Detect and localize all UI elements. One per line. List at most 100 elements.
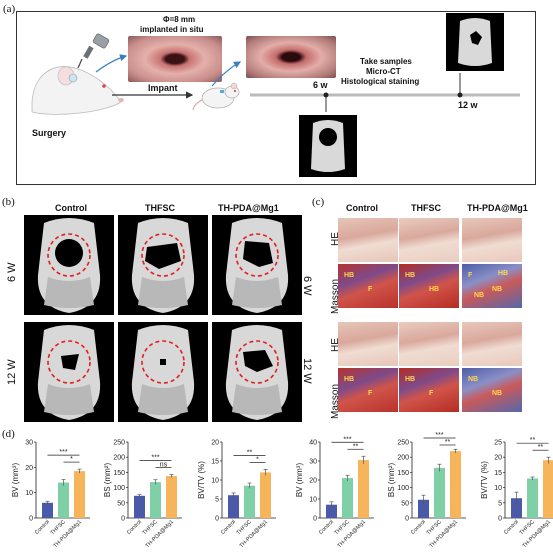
bar-th-pda-mg1 (450, 451, 461, 518)
y-tick-label: 40 (309, 440, 317, 447)
y-tick-label: 250 (113, 440, 125, 447)
panel-b-row-6w: 6 W (6, 262, 18, 282)
bar-th-pda-mg1 (543, 460, 553, 518)
y-tick-label: 0 (498, 516, 502, 523)
y-tick-label: 10 (494, 485, 502, 492)
masson-stain-image: HB HB (399, 264, 459, 308)
bar-control (228, 495, 239, 518)
panel-a-letter: (a) (3, 3, 16, 15)
y-tick-label: 200 (113, 455, 125, 462)
bar-th-pda-mg1 (358, 460, 369, 518)
y-axis-label: BV/TV (%) (480, 461, 489, 499)
tissue-annotation-label: HB (405, 272, 416, 279)
timepoint-12w-label: 12 w (458, 100, 478, 110)
tissue-annotation-label: HB (405, 376, 416, 383)
y-tick-label: 150 (113, 470, 125, 477)
tissue-annotation-label: F (429, 390, 434, 397)
tissue-annotation-label: HB (498, 270, 509, 277)
y-tick-label: 20 (25, 465, 33, 472)
y-tick-label: 100 (113, 485, 125, 492)
y-tick-label: 50 (117, 500, 125, 507)
take-samples-line1: Take samples (360, 57, 412, 66)
tissue-annotation-label: F (368, 286, 373, 293)
y-tick-label: 15 (211, 459, 219, 466)
panel-d-letter: (d) (2, 428, 15, 440)
micro-ct-skull-image (118, 322, 208, 422)
micro-ct-skull-image (212, 215, 302, 315)
panel-b-col-thfsc: THFSC (145, 203, 175, 213)
y-tick-label: 5 (498, 500, 502, 507)
panel-a-frame (16, 11, 536, 185)
y-tick-label: 100 (397, 485, 409, 492)
y-tick-label: 50 (401, 500, 409, 507)
y-tick-label: 25 (494, 440, 502, 447)
x-tick-label: Control (34, 519, 51, 536)
significance-label: ** (538, 444, 544, 451)
bar-thfsc (244, 485, 255, 518)
y-axis-label: BV/TV (%) (197, 461, 206, 499)
take-samples-line2: Micro-CT (366, 67, 401, 76)
y-tick-label: 0 (215, 516, 219, 523)
y-tick-label: 20 (211, 440, 219, 447)
panel-b-row-12w: 12 W (6, 359, 18, 385)
x-tick-label: Control (126, 519, 143, 536)
tissue-annotation-label: HB (344, 376, 355, 383)
bar-control (42, 502, 53, 518)
significance-label: ** (353, 443, 359, 450)
significance-label: *** (435, 432, 443, 439)
panel-c-6w-label: 6 W (301, 276, 313, 296)
y-tick-label: 20 (494, 455, 502, 462)
tissue-annotation-label: NB (492, 390, 503, 397)
significance-label: * (256, 456, 259, 463)
y-tick-label: 5 (215, 497, 219, 504)
he-stain-image (399, 322, 459, 366)
panel-a-arrows (95, 54, 520, 112)
panel-b-col-control: Control (55, 203, 87, 213)
y-axis-label: BV (mm³) (11, 463, 20, 498)
significance-label: *** (343, 436, 351, 443)
drill-icon (77, 33, 110, 69)
bar-thfsc (434, 467, 445, 518)
significance-label: * (70, 456, 73, 463)
impant-label: Impant (148, 83, 178, 93)
y-axis-label: BS (mm²) (103, 463, 112, 498)
x-tick-label: Control (503, 519, 520, 536)
significance-label: ** (530, 437, 536, 444)
tissue-annotation-label: HB (429, 286, 440, 293)
bar-th-pda-mg1 (166, 476, 177, 518)
bar-thfsc (150, 482, 161, 518)
significance-label: ns (160, 462, 168, 469)
timepoint-6w-label: 6 w (313, 80, 328, 90)
micro-ct-skull-image (212, 322, 302, 422)
implant-caption-line1: Φ=8 mm (163, 15, 196, 24)
panel-c-letter: (c) (312, 196, 325, 208)
y-tick-label: 0 (29, 516, 33, 523)
bar-control (134, 495, 145, 518)
x-tick-label: Control (410, 519, 427, 536)
significance-label: ** (445, 439, 451, 446)
y-tick-label: 10 (309, 497, 317, 504)
bar-control (326, 504, 337, 518)
he-stain-image (338, 322, 398, 366)
y-tick-label: 15 (494, 470, 502, 477)
x-tick-label: Control (318, 519, 335, 536)
bar-control (511, 498, 522, 518)
y-tick-label: 250 (397, 440, 409, 447)
significance-label: ** (247, 449, 253, 456)
he-stain-image (399, 218, 459, 262)
panel-b-letter: (b) (2, 196, 15, 208)
tissue-annotation-label: NB (492, 286, 503, 293)
tissue-annotation-label: F (468, 272, 473, 279)
y-tick-label: 0 (405, 516, 409, 523)
y-axis-label: BS (mm²) (387, 463, 396, 498)
y-tick-label: 0 (121, 516, 125, 523)
bar-thfsc (527, 478, 538, 518)
panel-c-col-thfsc: THFSC (411, 203, 441, 213)
y-tick-label: 30 (309, 459, 317, 466)
x-tick-label: Control (220, 519, 237, 536)
